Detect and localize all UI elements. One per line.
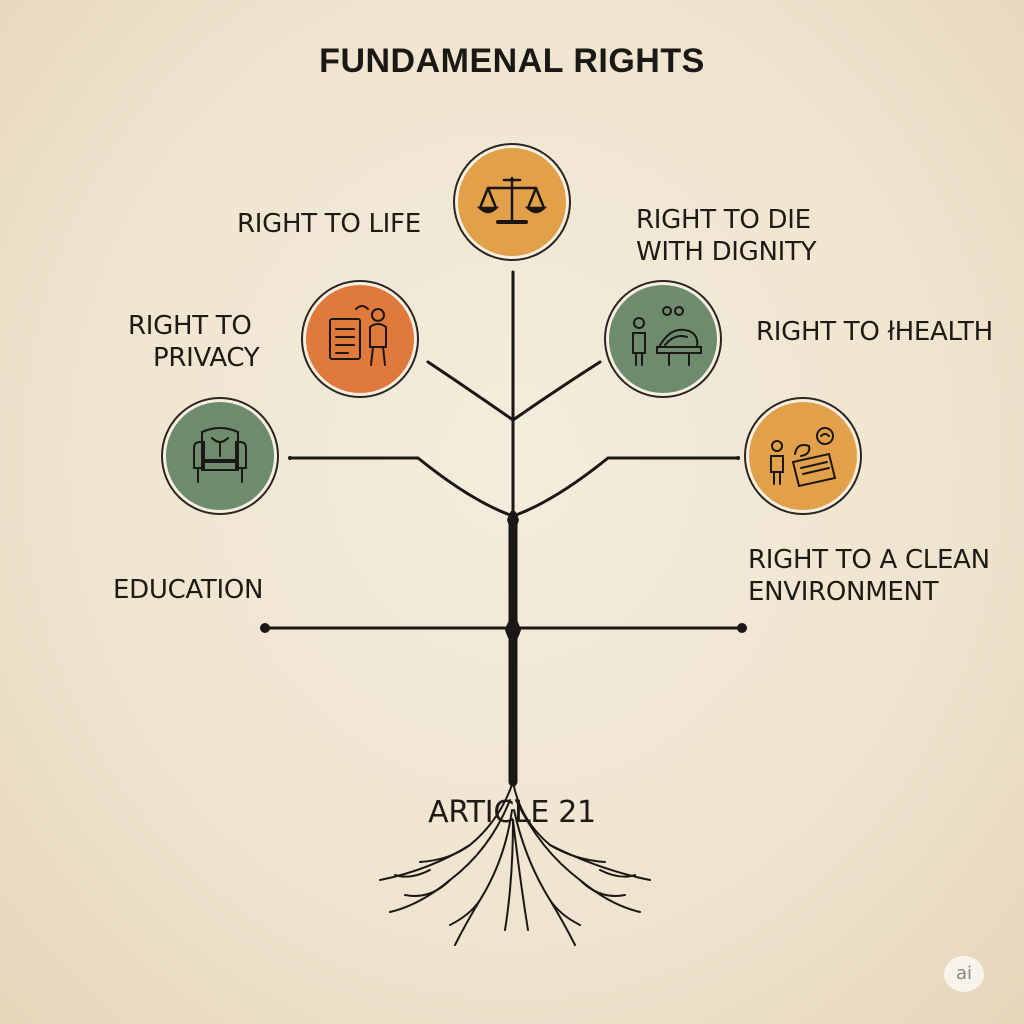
label-right-to-clean-environment: RIGHT TO A CLEAN ENVIRONMENT <box>748 545 990 607</box>
roots <box>379 781 651 946</box>
armchair-icon <box>193 427 247 483</box>
label-right-to-health: RIGHT TO łHEALTH <box>756 317 993 347</box>
person-with-chart-icon <box>770 427 837 488</box>
node-document-person <box>303 282 417 396</box>
trunk-bulge-1 <box>505 617 521 643</box>
dignity-scene-icon <box>632 306 702 366</box>
document-and-person-icon <box>329 305 387 366</box>
label-right-to-life: RIGHT TO LIFE <box>237 209 421 239</box>
branch-end-tick-left <box>288 456 292 460</box>
diagram-title: FUNDAMENAL RIGHTS <box>319 42 705 80</box>
node-person-chart <box>746 399 860 513</box>
branch-upper-left <box>426 360 515 422</box>
branch-end-dot-right <box>737 623 747 633</box>
scales-of-justice-icon <box>476 176 548 224</box>
node-scales <box>455 145 569 259</box>
label-education: EDUCATION <box>113 575 264 605</box>
branch-upper-right <box>511 360 602 422</box>
label-right-to-privacy: RIGHT TO PRIVACY <box>128 311 260 373</box>
branch-end-tick-right <box>736 456 740 460</box>
branch-middle-right <box>514 456 740 517</box>
label-article-21: ARTICLE 21 <box>428 795 596 830</box>
label-right-to-die-with-dignity: RIGHT TO DIE WITH DIGNITY <box>636 205 817 267</box>
node-armchair <box>163 399 277 513</box>
branch-end-dot-left <box>260 623 270 633</box>
watermark-badge: ai <box>944 956 984 992</box>
node-dignity <box>606 282 720 396</box>
branch-middle-left <box>288 456 512 517</box>
